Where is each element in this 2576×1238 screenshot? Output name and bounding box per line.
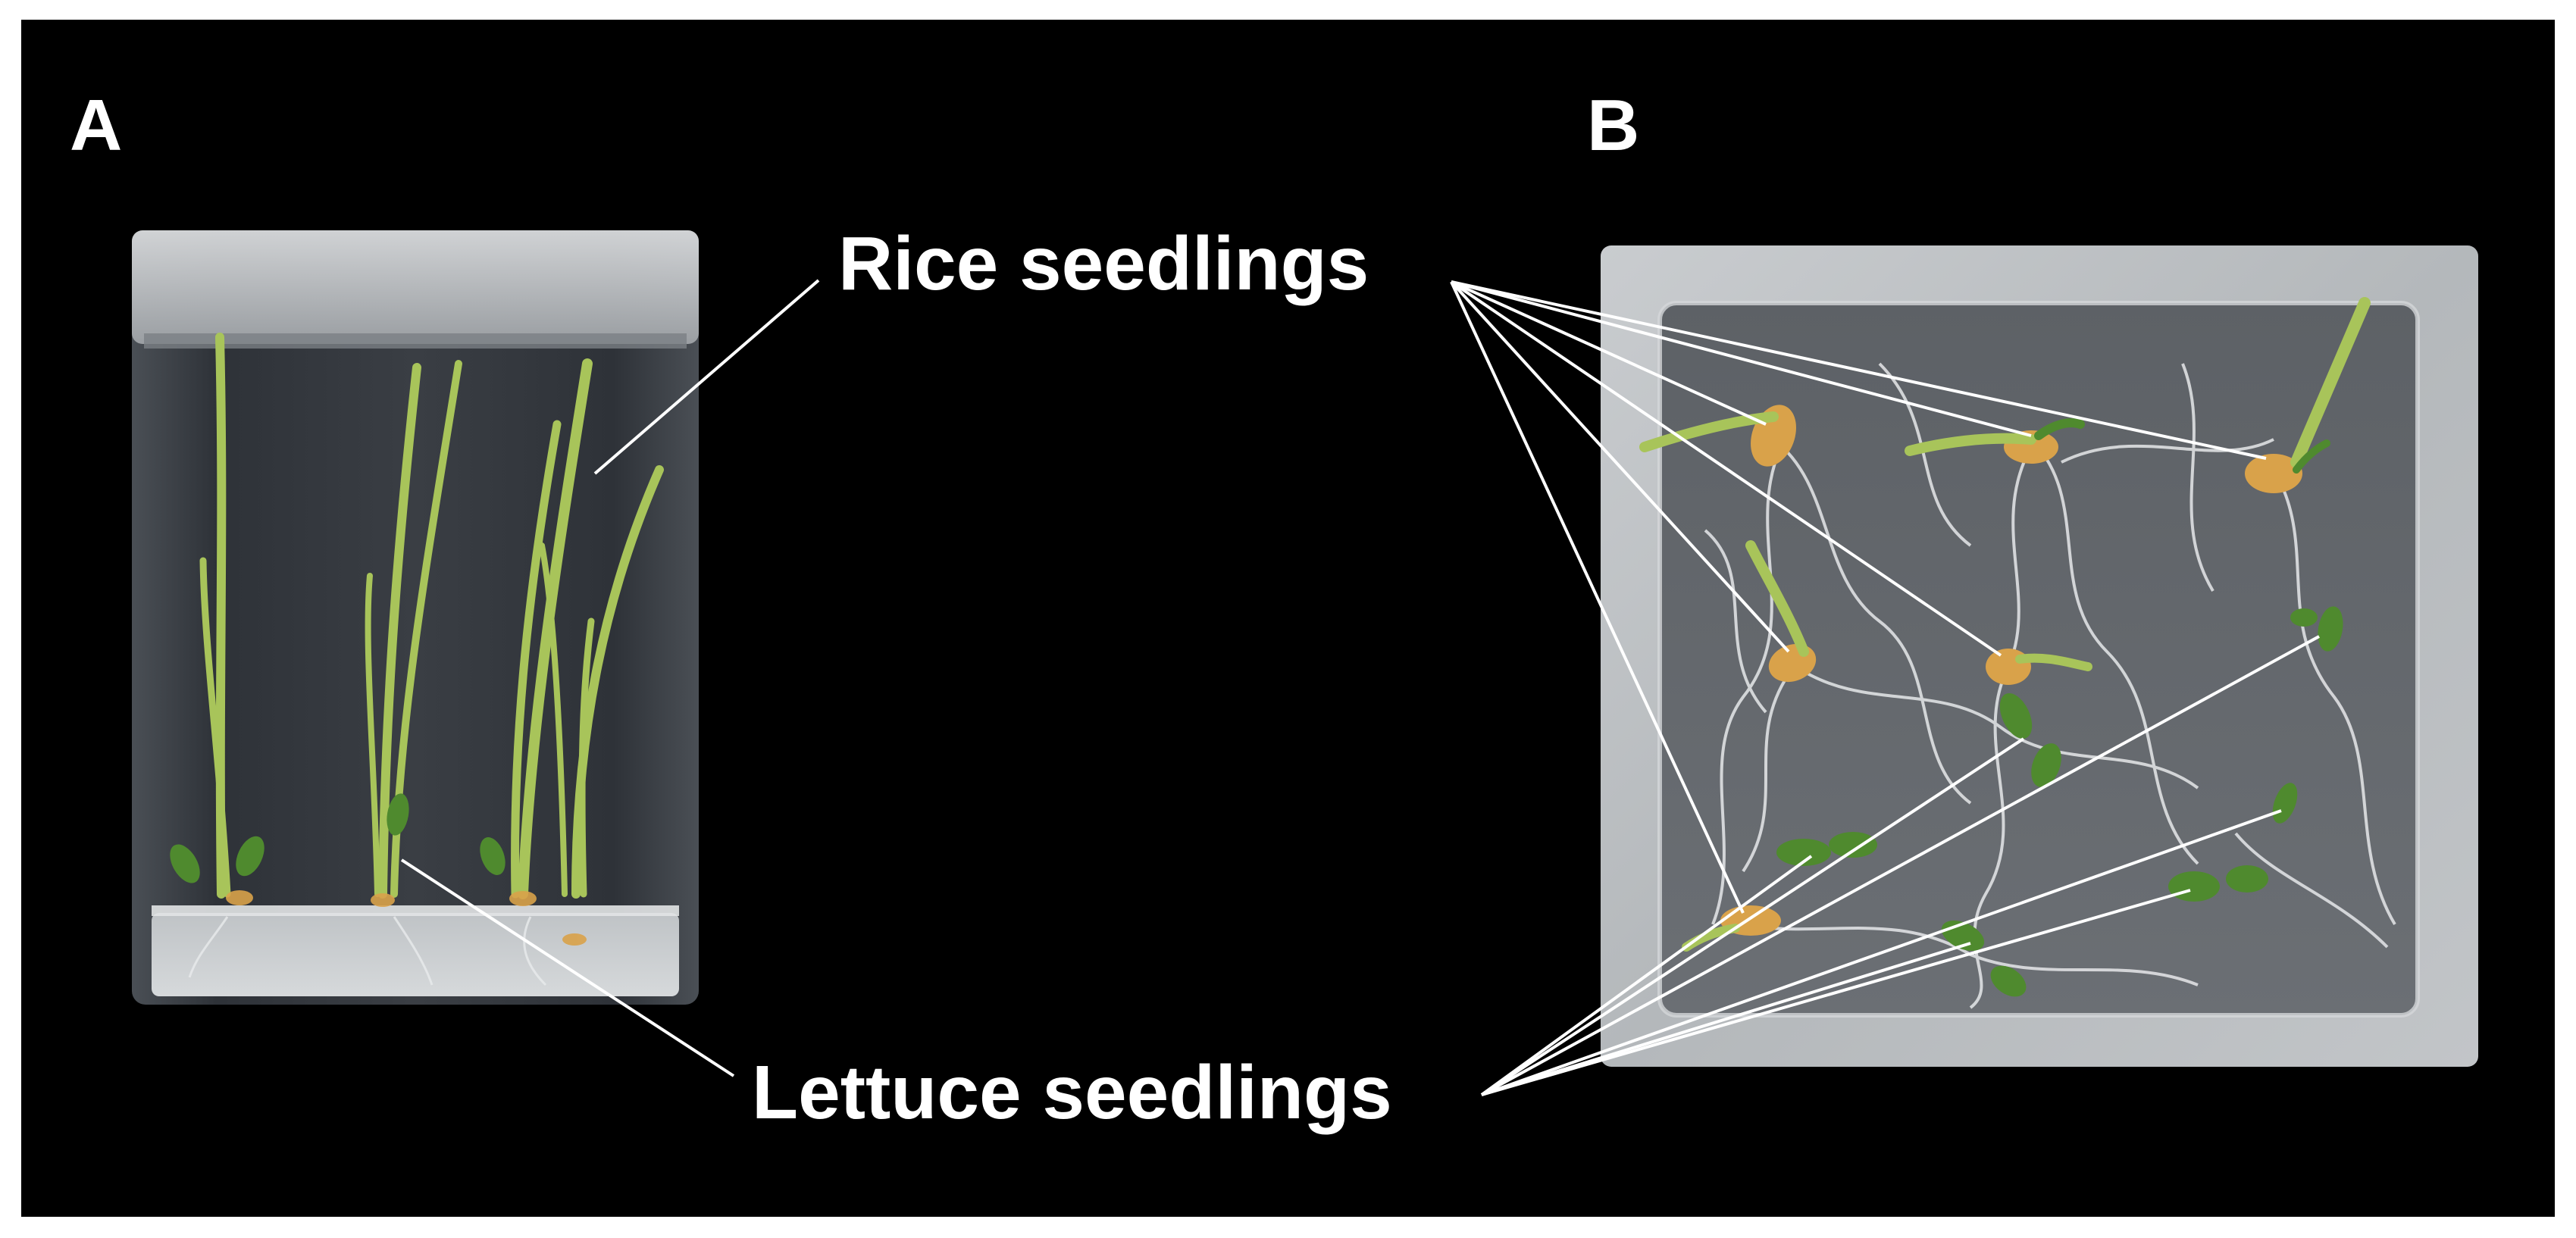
leader-lettuce-b-5 (1481, 809, 2282, 1096)
rice-seedlings-label: Rice seedlings (838, 221, 1369, 306)
leader-rice-b-6 (1450, 281, 1745, 914)
leader-rice-b-2 (1451, 280, 2032, 437)
panel-a-lid (132, 230, 699, 344)
leader-rice-a (593, 279, 820, 475)
lettuce-seedlings-label: Lettuce seedlings (752, 1050, 1392, 1135)
leader-lettuce-b-2 (1480, 737, 2025, 1096)
panel-b-rice-seedlings (1639, 297, 2371, 952)
panel-a-lettuce (170, 793, 505, 883)
leader-rice-b-4 (1450, 280, 1790, 653)
leader-lettuce-a (400, 858, 735, 1077)
panel-b-lettuce-seedlings (1776, 606, 2343, 997)
panel-b-roots (1704, 362, 2396, 1009)
panel-a-rice-shoots (199, 333, 664, 899)
leader-lettuce-b-1 (1480, 855, 1813, 1096)
leader-lettuce-b-4 (1481, 889, 2191, 1096)
leader-rice-b-1 (1451, 280, 1767, 426)
panel-a-medium (152, 913, 679, 996)
panel-a-label: A (70, 85, 123, 166)
panel-b-label: B (1587, 85, 1640, 166)
leader-rice-b-5 (1450, 280, 2002, 657)
panel-b-photo (1601, 245, 2478, 1067)
leader-lettuce-b-3 (1481, 942, 1971, 1096)
leader-rice-b-3 (1451, 280, 2267, 460)
panel-a-photo (132, 230, 699, 1005)
leader-lettuce-b-6 (1481, 635, 2320, 1096)
leader-lines (400, 279, 2320, 1096)
